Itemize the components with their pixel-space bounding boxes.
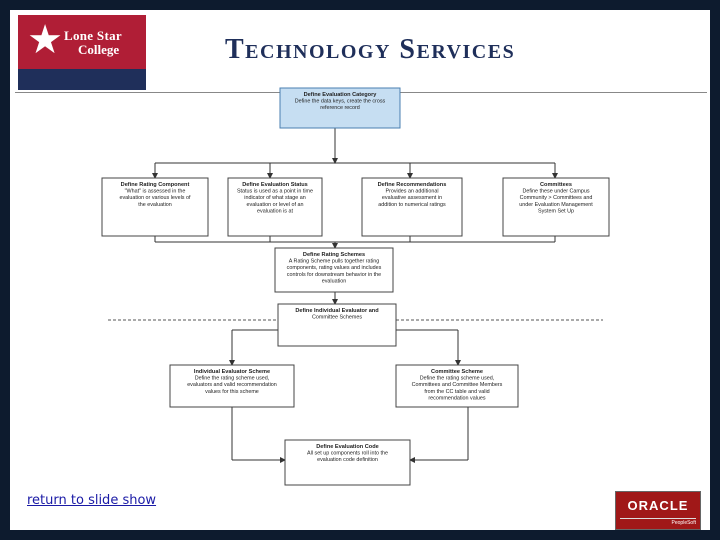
- node-text-line: evaluation is at: [257, 208, 293, 214]
- node-title: Committee Scheme: [431, 369, 483, 375]
- node-text-line: evaluation: [322, 278, 347, 284]
- node-title: Define Rating Component: [121, 182, 190, 188]
- node-title: Define Evaluation Status: [242, 182, 308, 188]
- node-text-line: evaluation or various levels of: [119, 195, 191, 201]
- node-title: Individual Evaluator Scheme: [194, 369, 270, 375]
- node-text-line: evaluation or level of an: [247, 202, 304, 208]
- node-box: [227, 177, 323, 237]
- node-title: Define Recommendations: [378, 182, 447, 188]
- node-text-line: evaluators and valid recommendation: [187, 382, 277, 388]
- node-box: [279, 87, 401, 129]
- node-box: [169, 364, 295, 408]
- node-title: Define Evaluation Category: [304, 92, 378, 98]
- node-text-line: Define these under Campus: [522, 189, 589, 195]
- node-box: [502, 177, 610, 237]
- oracle-logo: ORACLE PeopleSoft: [615, 491, 701, 530]
- logo-subbar: College Services: [18, 69, 146, 137]
- node-text-line: controls for downstream behavior in the: [287, 272, 381, 278]
- node-text-line: values for this scheme: [205, 389, 259, 395]
- logo-subtitle: College Services: [38, 126, 119, 137]
- node-text-line: Community > Committees and: [520, 195, 593, 201]
- star-icon: ★: [27, 17, 63, 63]
- node-text-line: components, rating values and includes: [287, 265, 382, 271]
- node-text-line: from the CC table and valid: [424, 389, 489, 395]
- node-define-individual-evaluator-and-committee-schemes: Define Individual Evaluator andCommittee…: [277, 303, 397, 347]
- node-box: [395, 364, 519, 408]
- node-title: Define Evaluation Code: [316, 444, 378, 450]
- node-text-line: All set up components roll into the: [307, 451, 388, 457]
- node-box: [274, 247, 394, 293]
- node-box: [101, 177, 209, 237]
- connectors: [108, 128, 603, 463]
- lone-star-college-logo: ★ Lone Star College College Services: [18, 15, 146, 137]
- node-title: Define Rating Schemes: [303, 252, 365, 258]
- node-text-line: Define the rating scheme used,: [420, 376, 495, 382]
- node-text-line: Committees and Committee Members: [412, 382, 503, 388]
- node-text-line: Define the data keys, create the cross: [295, 99, 386, 105]
- peoplesoft-label: PeopleSoft: [671, 520, 696, 526]
- return-to-slide-show-link[interactable]: return to slide show: [27, 493, 157, 508]
- node-box: [361, 177, 463, 237]
- node-text-line: Status is used as a point in time: [237, 189, 313, 195]
- logo-line2: College: [78, 42, 120, 57]
- node-text-line: evaluation code definition: [317, 457, 378, 463]
- node-text-line: indicator of what stage an: [244, 195, 305, 201]
- oracle-wordmark: ORACLE: [627, 498, 689, 513]
- node-title: Define Individual Evaluator and: [295, 308, 379, 314]
- logo-line1: Lone Star: [64, 28, 122, 43]
- node-text-line: under Evaluation Management: [519, 202, 593, 208]
- node-text-line: "What" is assessed in the: [125, 189, 186, 195]
- node-box: [277, 303, 397, 347]
- slide: ★ Lone Star College College Services Tec…: [10, 10, 710, 530]
- oracle-divider: [620, 518, 696, 519]
- node-text-line: recommendation values: [428, 395, 486, 401]
- node-text-line: A Rating Scheme pulls together rating: [289, 259, 380, 265]
- node-title: Committees: [540, 182, 572, 188]
- node-text-line: Define the rating scheme used,: [195, 376, 270, 382]
- node-text-line: the evaluation: [138, 202, 172, 208]
- node-box: [284, 439, 411, 486]
- page-title: Technology Services: [225, 34, 516, 65]
- node-text-line: reference record: [320, 105, 360, 111]
- node-text-line: Provides an additional: [385, 189, 438, 195]
- node-text-line: Committee Schemes: [312, 315, 362, 321]
- node-define-rating-component: Define Rating Component"What" is assesse…: [101, 177, 209, 237]
- node-text-line: System Set Up: [538, 208, 574, 214]
- node-text-line: evaluative assessment in: [382, 195, 442, 201]
- node-text-line: addition to numerical ratings: [378, 202, 446, 208]
